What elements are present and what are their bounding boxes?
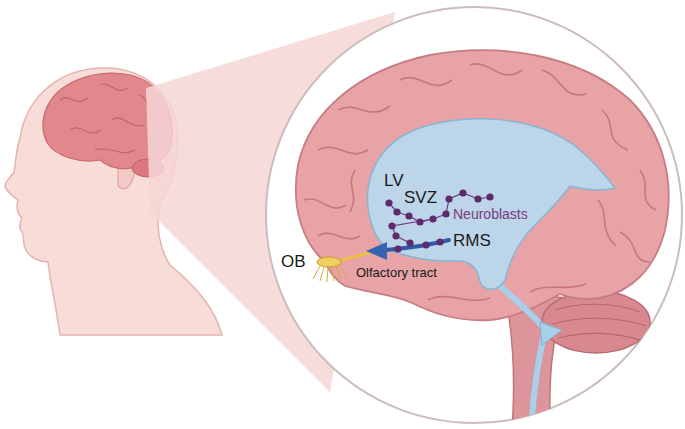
neuroblast-dot	[394, 245, 401, 252]
gyrus-line	[598, 200, 616, 246]
fibre-line	[320, 267, 324, 281]
gyrus-line	[542, 70, 586, 95]
gyrus-line	[60, 98, 88, 102]
gyrus-line	[70, 128, 100, 133]
folia-line	[552, 318, 646, 326]
head-brain-gyri	[60, 84, 160, 153]
fibre-line	[336, 266, 341, 279]
gyrus-line	[338, 106, 390, 112]
part-label: Neuroblasts	[453, 206, 528, 222]
neuroblast-dot	[416, 218, 423, 225]
olfactory-tract	[338, 252, 372, 261]
cerebral-aqueduct	[498, 284, 545, 429]
olfactory-bulb	[317, 257, 341, 267]
fibre-line	[327, 267, 328, 282]
gyrus-line	[620, 232, 650, 262]
neuroblast-dot	[405, 212, 412, 219]
gyrus-line	[470, 64, 522, 75]
neuroblast-dot	[406, 239, 413, 246]
part-label: RMS	[453, 231, 491, 251]
neuroblast-dot	[385, 199, 392, 206]
part-label: LV	[384, 171, 404, 191]
gyrus-line	[95, 149, 135, 153]
gyrus-line	[318, 147, 368, 153]
gyrus-line	[112, 118, 145, 126]
fibre-line	[332, 267, 334, 281]
folia-line	[555, 304, 640, 312]
sagittal-brain	[296, 50, 669, 429]
gyrus-line	[100, 84, 128, 90]
part-label: Olfactory tract	[356, 266, 437, 281]
neuroblast-dot	[486, 193, 493, 200]
neuroblast-dot	[392, 232, 399, 239]
neuroblast-dot	[474, 195, 481, 202]
lateral-ventricle	[368, 119, 615, 290]
gyrus-line	[640, 170, 656, 210]
fibre-line	[313, 266, 320, 279]
part-label: OB	[281, 252, 306, 272]
gyrus-line	[602, 110, 628, 150]
neuroblast-dot	[459, 189, 466, 196]
neuroblast-dot	[442, 210, 449, 217]
zoom-circle	[266, 7, 682, 423]
fibre-line	[339, 265, 347, 276]
rms-arrowhead	[366, 242, 387, 260]
gyrus-line	[530, 284, 586, 292]
neuroblast-dot	[422, 241, 429, 248]
neuroblast-dot	[429, 215, 436, 222]
neuroblast-dot	[445, 195, 452, 202]
cerebellum	[542, 291, 650, 353]
gyrus-line	[318, 233, 360, 239]
cerebellum-folia	[552, 304, 646, 340]
fourth-ventricle	[540, 322, 562, 345]
olfactory-fibres	[313, 265, 347, 282]
part-label: SVZ	[404, 188, 437, 208]
gyrus-line	[304, 199, 346, 208]
neuroblast-dot	[393, 208, 400, 215]
cortex-gyri	[304, 64, 656, 300]
neuroblast-dot	[388, 222, 395, 229]
folia-line	[558, 333, 640, 340]
gyrus-line	[350, 170, 355, 212]
gyrus-line	[400, 78, 452, 86]
neuroblast-dot	[436, 238, 443, 245]
cerebrum	[296, 50, 669, 320]
gyrus-line	[428, 297, 490, 301]
